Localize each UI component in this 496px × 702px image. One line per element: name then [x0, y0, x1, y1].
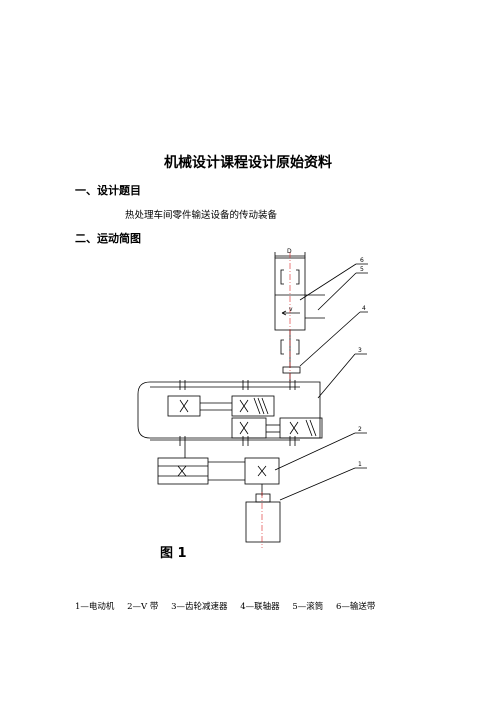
velocity-label: v [289, 306, 293, 313]
coupling [282, 366, 301, 374]
section-heading-kinematic-diagram: 二、运动简图 [75, 232, 141, 245]
figure-caption: 图 1 [160, 546, 187, 561]
legend-item: 2—V 带 [127, 602, 159, 612]
legend-item: 3—齿轮减速器 [171, 602, 228, 612]
legend-item: 1—电动机 [75, 602, 115, 612]
legend-item: 4—联轴器 [240, 602, 280, 612]
electric-motor [245, 501, 281, 543]
small-pulley [157, 457, 209, 485]
callout-4: 4 [362, 305, 366, 312]
callout-1: 1 [358, 461, 362, 468]
callout-2: 2 [358, 426, 362, 433]
callout-6: 6 [360, 257, 364, 264]
section-heading-design-topic: 一、设计题目 [75, 184, 141, 197]
legend-item: 5—滚筒 [292, 602, 324, 612]
callout-3: 3 [358, 347, 362, 354]
callout-5: 5 [360, 266, 364, 273]
parts-legend: 1—电动机 2—V 带 3—齿轮减速器 4—联轴器 5—滚筒 6—输送带 [75, 600, 385, 612]
dim-label-d: D [287, 248, 292, 255]
page-title: 机械设计课程设计原始资料 [164, 155, 332, 171]
design-topic-text: 热处理车间零件输送设备的传动装备 [125, 210, 278, 221]
legend-item: 6—输送带 [335, 602, 376, 612]
